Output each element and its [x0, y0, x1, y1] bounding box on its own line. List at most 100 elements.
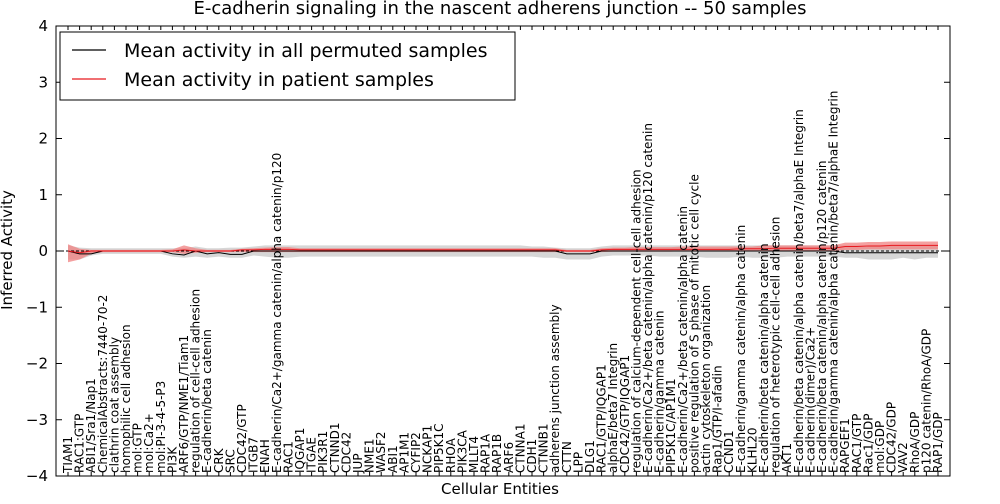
x-tick-label: PIP5K1C/AP1M1 — [664, 378, 678, 473]
y-tick-label: −2 — [26, 355, 48, 373]
legend-label-permuted: Mean activity in all permuted samples — [124, 40, 487, 62]
x-tick-label: CYFIP2 — [409, 432, 423, 473]
x-tick-label: ABI1/Sra1/Nap1 — [84, 378, 98, 473]
x-tick-label: ARF6 — [502, 442, 516, 473]
legend-label-patient: Mean activity in patient samples — [124, 69, 434, 91]
x-tick-label: E-cadherin/beta catenin/alpha catenin — [757, 243, 771, 473]
x-tick-label: E-cadherin/beta catenin/alpha catenin/be… — [792, 109, 806, 473]
x-tick-label: CDH1 — [525, 439, 539, 473]
x-tick-label: regulation of heterotypic cell-cell adhe… — [769, 217, 783, 473]
x-tick-label: RAP1/GDP — [931, 412, 945, 473]
x-tick-labels: TIAM1RAC1:GTPABI1/Sra1/Nap1ChemicalAbstr… — [61, 26, 945, 476]
x-tick-label: CDC42/GDP — [885, 402, 899, 473]
x-tick-label: mol:GDP — [873, 421, 887, 473]
x-tick-label: RAC1/GTP/IQGAP1 — [595, 364, 609, 473]
x-tick-label: E-cadherin/gamma catenin/alpha catenin/b… — [827, 91, 841, 473]
x-tick-label: ITGAE — [305, 437, 319, 473]
patient-series-line — [67, 244, 938, 254]
y-axis-label: Inferred Activity — [0, 190, 16, 310]
x-tick-label: ABI1 — [386, 445, 400, 473]
legend: Mean activity in all permuted samplesMea… — [59, 31, 516, 101]
y-tick-label: 2 — [38, 130, 48, 148]
x-tick-label: PIK3R1 — [316, 431, 330, 473]
x-tick-label: KLHL20 — [745, 427, 759, 473]
permuted-series-line — [67, 250, 938, 256]
x-tick-label: ENAH — [258, 439, 272, 473]
x-tick-label: Rap1/GTP/I-afadin — [711, 365, 725, 473]
x-tick-label: adherens junction assembly — [548, 304, 562, 473]
x-tick-label: positive regulation of S phase of mitoti… — [687, 174, 701, 473]
legend-box — [59, 31, 516, 101]
x-tick-label: alphaE/beta7 Integrin — [606, 343, 620, 473]
x-tick-label: regulation of cell-cell adhesion — [189, 289, 203, 473]
x-axis-label: Cellular Entities — [441, 480, 559, 498]
x-tick-label: actin cytoskeleton organization — [699, 285, 713, 473]
x-tick-label: clathrin coat assembly — [107, 337, 121, 473]
x-tick-label: JUP — [351, 453, 365, 474]
x-tick-label: CDC42/GTP/IQGAP1 — [618, 355, 632, 473]
x-tick-label: E-cadherin(dimer)/Ca2+ — [803, 327, 817, 473]
x-tick-label: Rac1/GDP — [861, 414, 875, 473]
x-tick-label: RHOA — [444, 437, 458, 473]
patient-band — [68, 241, 938, 263]
x-tick-label: homophilic cell adhesion — [119, 324, 133, 473]
x-tick-label: mol:Ca2+ — [142, 413, 156, 473]
x-tick-label: PI3K — [165, 446, 179, 473]
x-tick-label: mol:GTP — [131, 423, 145, 473]
chart-title: E-cadherin signaling in the nascent adhe… — [193, 0, 806, 19]
x-tick-label: RAP1B — [490, 434, 504, 473]
x-tick-label: CTNND1 — [328, 422, 342, 473]
x-tick-label: CDC42 — [339, 432, 353, 473]
x-tick-label: CRK — [212, 447, 226, 473]
x-tick-label: E-cadherin/Ca2+/gamma catenin/alpha cate… — [270, 153, 284, 473]
x-tick-label: CTNNA1 — [513, 423, 527, 473]
y-tick-label: 4 — [38, 17, 48, 35]
x-tick-label: RhoA/GDP — [908, 412, 922, 473]
x-tick-label: RAC1/GTP — [850, 414, 864, 473]
x-tick-label: WASF2 — [374, 431, 388, 473]
series-lines — [67, 244, 938, 256]
x-tick-label: E-cadherin/Ca2+/beta catenin/alpha caten… — [641, 123, 655, 473]
x-tick-label: TIAM1 — [61, 436, 75, 474]
x-tick-label: AKT1 — [780, 443, 794, 473]
x-tick-label: p120 catenin/RhoA/GDP — [919, 329, 933, 473]
x-tick-label: NCKAP1 — [421, 425, 435, 473]
x-tick-label: DLG1 — [583, 440, 597, 473]
y-ticks: −4 −3 −2 −1 0 1 2 3 4 — [26, 17, 950, 485]
x-tick-label: E-cadherin/gamma catenin — [653, 311, 667, 474]
x-tick-label: RAP1A — [479, 433, 493, 473]
x-tick-label: VAV2 — [896, 442, 910, 473]
y-tick-label: 0 — [38, 242, 48, 260]
y-tick-label: 1 — [38, 186, 48, 204]
x-tick-label: RAC1 — [281, 441, 295, 473]
x-tick-label: PIP5K1C — [432, 423, 446, 473]
y-tick-label: −1 — [26, 298, 48, 316]
x-tick-label: ChemicalAbstracts:7440-70-2 — [96, 295, 110, 473]
x-tick-label: CDC42/GTP — [235, 404, 249, 473]
x-tick-label: E-cadherin/beta catenin/alpha catenin/p1… — [815, 160, 829, 473]
x-tick-label: PIK3CA — [455, 429, 469, 473]
x-tick-label: E-cadherin/beta catenin — [200, 329, 214, 473]
y-tick-label: 3 — [38, 73, 48, 91]
x-tick-label: regulation of calcium-dependent cell-cel… — [629, 169, 643, 473]
y-tick-label: −3 — [26, 411, 48, 429]
x-tick-label: CTNNB1 — [537, 423, 551, 473]
x-tick-label: SRC — [223, 449, 237, 473]
x-tick-label: mol:PI-3-4-5-P3 — [154, 381, 168, 473]
y-tick-label: −4 — [26, 467, 48, 485]
x-tick-label: E-cadherin/Ca2+/beta catenin/alpha caten… — [676, 206, 690, 473]
x-tick-label: IQGAP1 — [293, 428, 307, 473]
x-tick-label: RAC1:GTP — [73, 414, 87, 473]
x-tick-label: CCND1 — [722, 430, 736, 473]
x-tick-label: NME1 — [363, 438, 377, 473]
x-tick-label: AP1M1 — [397, 432, 411, 473]
x-tick-label: ARF6/GTP/NME1/Tiam1 — [177, 335, 191, 473]
x-tick-label: MLLT4 — [467, 436, 481, 473]
x-tick-label: ITGB7 — [247, 437, 261, 473]
x-tick-label: RAPGEF1 — [838, 418, 852, 473]
x-tick-label: E-cadherin/gamma catenin/alpha catenin — [734, 225, 748, 473]
x-tick-label: CTTN — [560, 441, 574, 473]
x-tick-label: LPP — [571, 452, 585, 473]
